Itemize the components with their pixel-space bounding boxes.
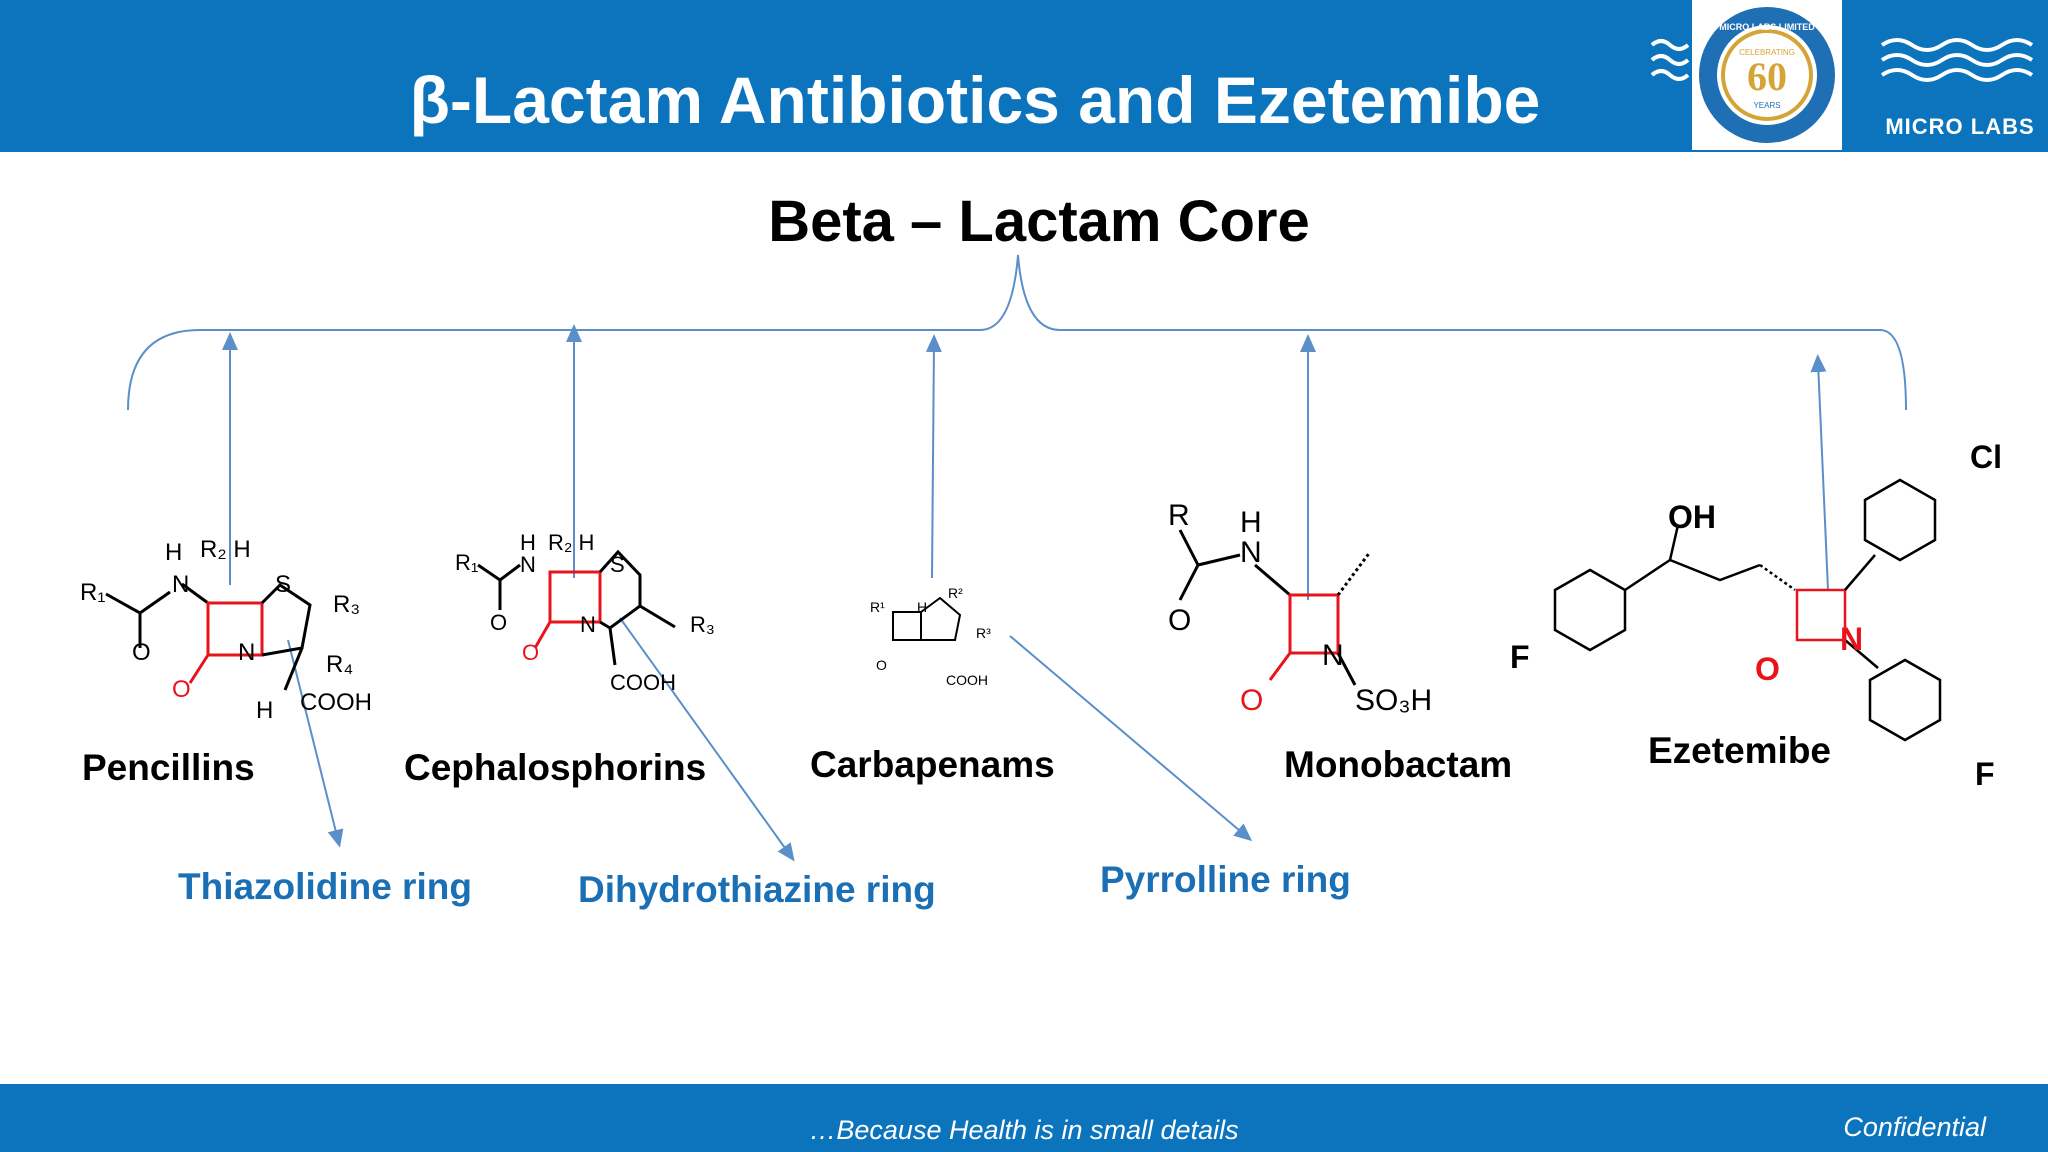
label-carbapenams: Carbapenams [810,744,1055,785]
label-dihydrothiazine-ring: Dihydrothiazine ring [578,869,936,910]
svg-text:R₄: R₄ [326,651,353,678]
svg-text:60: 60 [1747,54,1787,99]
footer-tagline: …Because Health is in small details [809,1115,1239,1145]
core-title: Beta – Lactam Core [768,189,1310,254]
wave-icon-left [1650,39,1690,81]
svg-text:N: N [580,612,596,637]
svg-text:R₃: R₃ [333,591,360,618]
svg-text:O: O [132,639,151,666]
monobactam-structure: R H N O O N SO₃H [1168,499,1432,717]
arrow-ezetemibe [1810,354,1829,591]
brand-name: MICRO LABS [1885,114,2035,139]
svg-text:O: O [876,657,887,673]
svg-text:N: N [172,571,189,598]
carbapenam-structure: R¹ H R² R³ O COOH [870,585,991,688]
svg-text:YEARS: YEARS [1753,101,1780,110]
svg-text:R²: R² [948,585,963,601]
svg-text:R¹: R¹ [870,599,885,615]
svg-text:N: N [520,552,536,577]
svg-text:H: H [520,530,536,555]
svg-text:F: F [1510,639,1530,675]
svg-text:R: R [1168,499,1190,532]
core-brace [127,254,1907,411]
footer-bar [0,1084,2048,1152]
svg-text:R₃: R₃ [690,612,715,637]
label-pencillins: Pencillins [82,747,255,788]
svg-text:O: O [522,640,539,665]
svg-text:CELEBRATING: CELEBRATING [1739,48,1795,57]
svg-text:MICRO LABS LIMITED: MICRO LABS LIMITED [1719,22,1815,32]
arrow-dihydrothiazine [619,617,795,862]
svg-text:F: F [1975,756,1995,792]
penicillin-structure: R₁ H R₂ H N O O N S R₃ R₄ COOH H [80,536,372,724]
svg-text:H: H [1240,506,1262,539]
svg-text:N: N [1240,536,1262,569]
svg-text:O: O [172,676,191,703]
svg-text:Cl: Cl [1970,439,2002,475]
label-ezetemibe: Ezetemibe [1648,730,1832,771]
svg-text:R₂ H: R₂ H [200,536,251,563]
svg-text:O: O [1240,684,1263,717]
svg-text:N: N [1322,639,1344,672]
svg-text:COOH: COOH [300,689,372,716]
svg-text:H: H [165,539,182,566]
svg-text:R³: R³ [976,625,991,641]
label-monobactam: Monobactam [1284,744,1513,785]
ezetemibe-structure: F OH Cl N O F [1510,439,2002,792]
arrow-carbapenam [925,334,942,579]
svg-text:R₁: R₁ [80,579,105,606]
svg-text:O: O [490,610,507,635]
svg-text:R₂ H: R₂ H [548,530,594,555]
wave-icon [1880,38,2034,82]
cephalosporin-structure: R₁ H R₂ H N O O N S R₃ COOH [455,530,715,695]
svg-text:H: H [256,697,273,724]
svg-text:H: H [917,599,927,615]
svg-text:N: N [1840,621,1863,657]
svg-text:N: N [238,639,255,666]
svg-text:COOH: COOH [610,670,676,695]
anniversary-logo: 60 MICRO LABS LIMITED CELEBRATING YEARS [1692,0,1842,150]
label-cephalosphorins: Cephalosphorins [404,747,707,788]
svg-text:O: O [1168,604,1191,637]
brand-block: MICRO LABS [1872,0,2048,152]
svg-text:COOH: COOH [946,672,988,688]
svg-text:OH: OH [1668,499,1716,535]
arrow-thiazolidine [287,639,344,848]
svg-text:S: S [610,552,625,577]
svg-text:SO₃H: SO₃H [1355,684,1432,717]
confidential-label: Confidential [1843,1112,1986,1142]
label-pyrrolline-ring: Pyrrolline ring [1100,859,1351,900]
slide-title: β-Lactam Antibiotics and Ezetemibe [409,63,1541,137]
svg-text:R₁: R₁ [455,550,478,575]
svg-text:O: O [1755,651,1780,687]
arrow-pyrrolline [1009,635,1253,842]
svg-text:S: S [275,571,291,598]
label-thiazolidine-ring: Thiazolidine ring [178,866,472,907]
